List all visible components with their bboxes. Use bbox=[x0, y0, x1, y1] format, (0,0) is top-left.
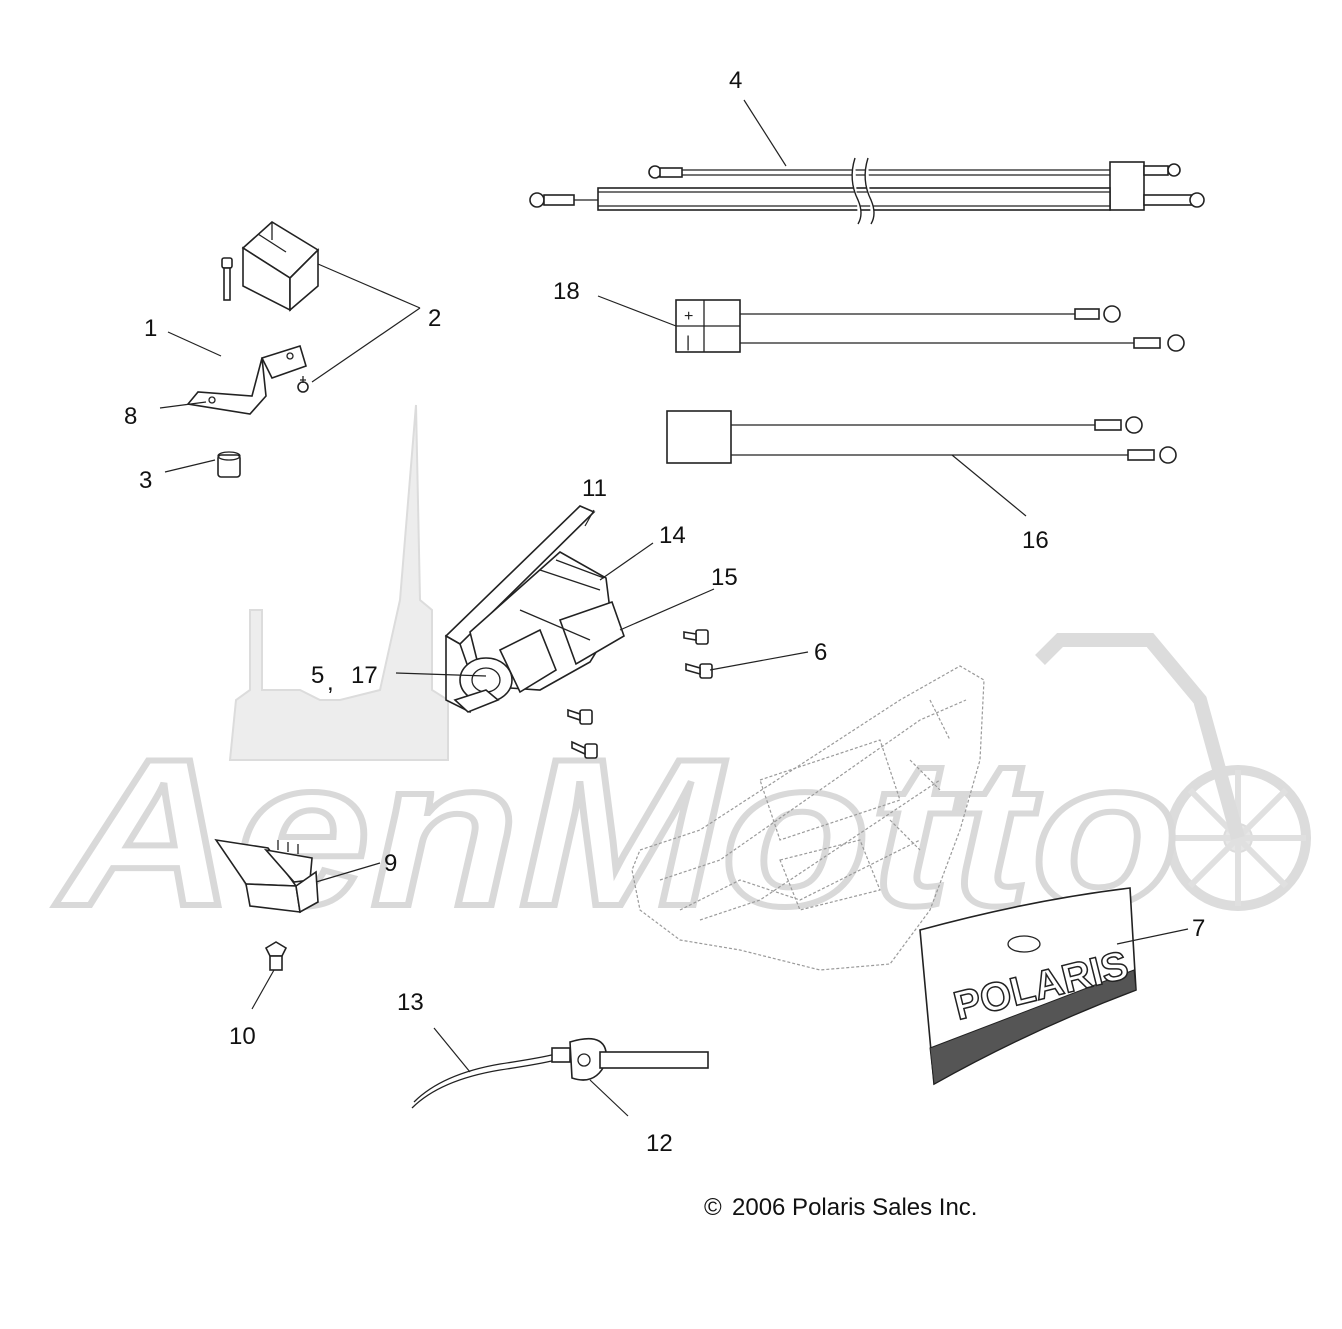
callout-13: 13 bbox=[397, 989, 424, 1016]
callout-2: 2 bbox=[428, 305, 441, 332]
callout-15: 15 bbox=[711, 564, 738, 591]
leader-lines bbox=[159, 99, 1189, 1117]
watermark-spire bbox=[228, 404, 449, 761]
callout-labels: 1 2 3 4 5 , 17 6 7 8 9 10 11 12 13 14 15… bbox=[124, 67, 1205, 1157]
part-harness-plug: + | bbox=[675, 299, 1185, 353]
watermark-wheel bbox=[1035, 633, 1311, 911]
part-winch-assembly bbox=[444, 505, 625, 714]
callout-12: 12 bbox=[646, 1130, 673, 1157]
callout-8: 8 bbox=[124, 403, 137, 430]
copyright-text: 2006 Polaris Sales Inc. bbox=[732, 1194, 977, 1221]
part-bumper-ghost bbox=[631, 665, 985, 971]
callout-7: 7 bbox=[1192, 915, 1205, 942]
callout-1: 1 bbox=[144, 315, 157, 342]
part-logo-plate: POLARIS bbox=[919, 887, 1137, 1086]
connector-plus: + bbox=[684, 308, 693, 325]
part-cable-clip bbox=[411, 1037, 709, 1109]
callout-9: 9 bbox=[384, 850, 397, 877]
copyright-notice: © 2006 Polaris Sales Inc. bbox=[704, 1194, 977, 1221]
part-battery-cables bbox=[529, 157, 1205, 225]
part-push-rivet bbox=[264, 941, 288, 971]
callout-11: 11 bbox=[582, 475, 607, 502]
part-screws bbox=[567, 629, 713, 759]
part-switch bbox=[214, 838, 319, 914]
callout-18: 18 bbox=[553, 278, 580, 305]
connector-minus: | bbox=[686, 334, 690, 351]
callout-5: 5 bbox=[311, 662, 324, 689]
copyright-symbol: © bbox=[704, 1194, 722, 1221]
callout-3: 3 bbox=[139, 467, 152, 494]
part-small-screw bbox=[297, 376, 309, 393]
part-bracket bbox=[186, 344, 307, 415]
part-spacer bbox=[217, 451, 241, 478]
callout-10: 10 bbox=[229, 1023, 256, 1050]
callout-14: 14 bbox=[659, 522, 686, 549]
part-bolt bbox=[221, 257, 233, 301]
callout-16: 16 bbox=[1022, 527, 1049, 554]
part-relay-cover bbox=[241, 221, 320, 312]
part-harness bbox=[666, 410, 1177, 464]
callout-4: 4 bbox=[729, 67, 742, 94]
callout-5-separator: , bbox=[327, 669, 334, 696]
callout-17: 17 bbox=[351, 662, 378, 689]
callout-6: 6 bbox=[814, 639, 827, 666]
